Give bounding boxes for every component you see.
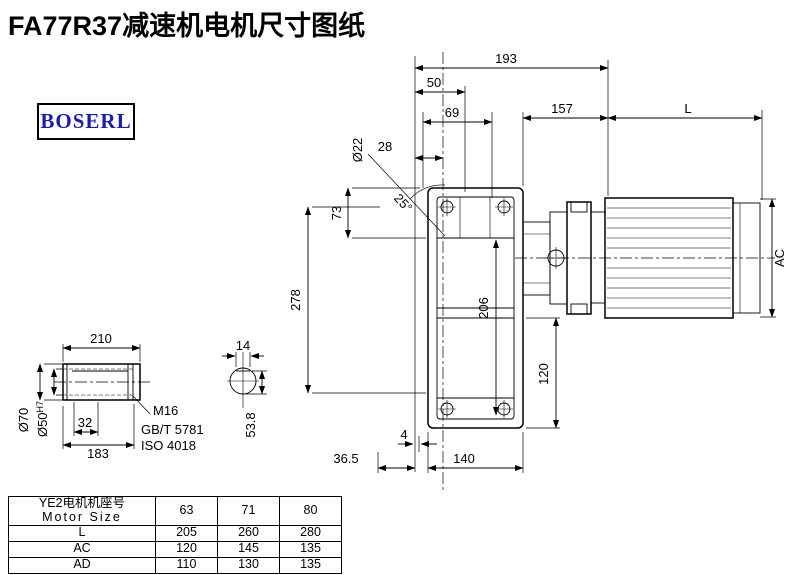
label-standard-gb: GB/T 5781: [141, 422, 204, 437]
dim-angle-25: 25°: [391, 191, 415, 216]
row-label-AD: AD: [8, 556, 156, 574]
bottom-dimensions: 140 36.5 4: [333, 427, 524, 473]
dim-120: 120: [536, 363, 551, 385]
header-label-en: Motor Size: [42, 509, 122, 524]
cell-L-80: 280: [279, 524, 342, 542]
row-label-AC: AC: [8, 540, 156, 558]
motor-size-table: YE2电机机座号 Motor Size 63 71 80 L 205 260 2…: [8, 496, 342, 574]
brand-logo-box: BOSERL: [37, 103, 135, 140]
cell-AD-71: 130: [217, 556, 280, 574]
gearbox-housing: [427, 187, 524, 429]
cell-AD-80: 135: [279, 556, 342, 574]
cell-L-63: 205: [155, 524, 218, 542]
dim-hole-diameter: Ø22: [350, 138, 365, 163]
dim-210: 210: [90, 331, 112, 346]
top-dimensions: 193 50 69 157 L 28 Ø22: [350, 51, 763, 200]
dim-206: 206: [476, 297, 491, 319]
shaft-detail-view: 210 Ø70 Ø50H7 32 183 M16 GB/T 5781 ISO 4…: [16, 331, 204, 461]
dim-28: 28: [378, 139, 392, 154]
label-standard-iso: ISO 4018: [141, 438, 196, 453]
cell-AC-63: 120: [155, 540, 218, 558]
header-col-71: 71: [217, 496, 280, 526]
dia-50-tolerance: H7: [35, 401, 45, 413]
dim-73: 73: [329, 206, 344, 220]
motor-assembly: [522, 197, 761, 319]
dim-157: 157: [551, 101, 573, 116]
dim-4: 4: [400, 427, 407, 442]
dim-AC: AC: [772, 249, 787, 267]
header-label-cn: YE2电机机座号: [38, 496, 126, 510]
cell-AC-80: 135: [279, 540, 342, 558]
dim-183: 183: [87, 446, 109, 461]
header-col-63: 63: [155, 496, 218, 526]
keyway-section-view: 14 53.8: [222, 338, 267, 438]
table-header-label: YE2电机机座号 Motor Size: [8, 496, 156, 526]
cell-L-71: 260: [217, 524, 280, 542]
dim-14: 14: [236, 338, 250, 353]
dia-50-value: Ø50: [35, 412, 50, 437]
page-title: FA77R37减速机电机尺寸图纸: [8, 11, 366, 41]
dim-32: 32: [78, 415, 92, 430]
header-col-80: 80: [279, 496, 342, 526]
row-label-L: L: [8, 524, 156, 542]
vertical-dimensions: 206 120 AC: [476, 198, 787, 429]
angle-and-left-dimensions: 25° 73 278: [288, 153, 446, 394]
brand-logo-text: BOSERL: [40, 109, 132, 133]
table-row-L: L 205 260 280: [8, 524, 342, 542]
dim-69: 69: [445, 105, 459, 120]
dim-140: 140: [453, 451, 475, 466]
label-thread-m16: M16: [153, 403, 178, 418]
dim-dia-50-h7: Ø50H7: [35, 401, 50, 437]
cell-AC-71: 145: [217, 540, 280, 558]
dim-50: 50: [427, 75, 441, 90]
dim-278: 278: [288, 289, 303, 311]
cell-AD-63: 110: [155, 556, 218, 574]
table-row-AD: AD 110 130 135: [8, 556, 342, 574]
table-header-row: YE2电机机座号 Motor Size 63 71 80: [8, 496, 342, 526]
dim-L: L: [684, 101, 691, 116]
dim-36-5: 36.5: [333, 451, 358, 466]
dim-dia-70: Ø70: [16, 408, 31, 433]
dim-53-8: 53.8: [243, 412, 258, 437]
table-row-AC: AC 120 145 135: [8, 540, 342, 558]
dim-193: 193: [495, 51, 517, 66]
